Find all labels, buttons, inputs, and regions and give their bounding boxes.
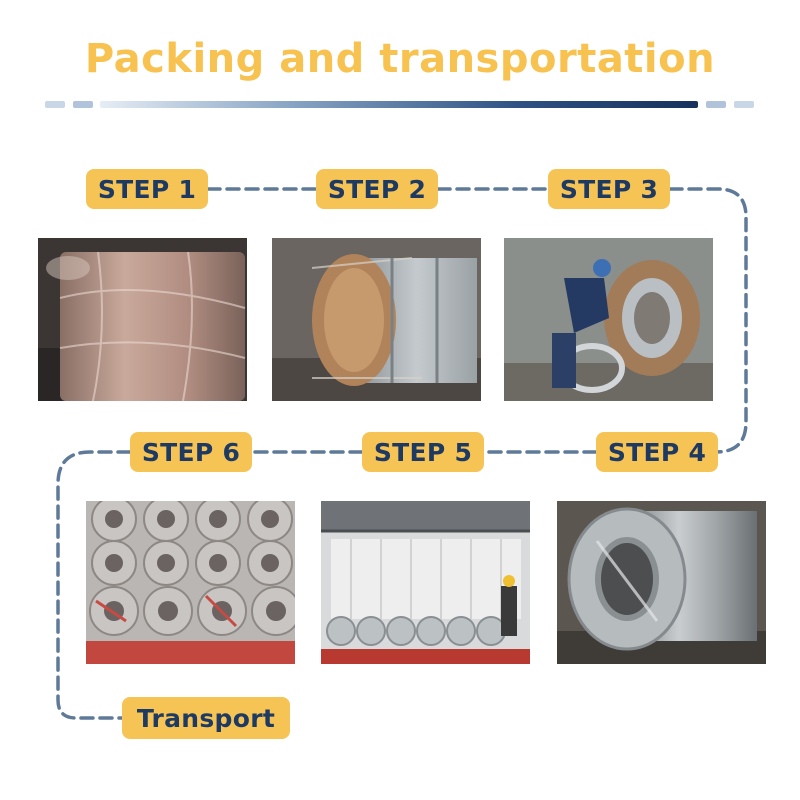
step-5-label: STEP 5 (362, 432, 484, 472)
step-3-label: STEP 3 (548, 169, 670, 209)
transport-label: Transport (122, 697, 290, 739)
title-rule-dash-left-1 (45, 101, 65, 108)
step-2-photo (272, 238, 481, 401)
step-5-photo (321, 501, 530, 664)
title-rule-dash-right-2 (734, 101, 754, 108)
step-6-photo (86, 501, 295, 664)
title-rule-dash-left-2 (73, 101, 93, 108)
step-3-photo (504, 238, 713, 401)
title-rule-bar (100, 101, 698, 108)
step-1-photo (38, 238, 247, 401)
step-4-photo (557, 501, 766, 664)
title-rule-dash-right-1 (706, 101, 726, 108)
step-4-label: STEP 4 (596, 432, 718, 472)
page-title: Packing and transportation (84, 36, 716, 82)
step-6-label: STEP 6 (130, 432, 252, 472)
step-1-label: STEP 1 (86, 169, 208, 209)
step-2-label: STEP 2 (316, 169, 438, 209)
